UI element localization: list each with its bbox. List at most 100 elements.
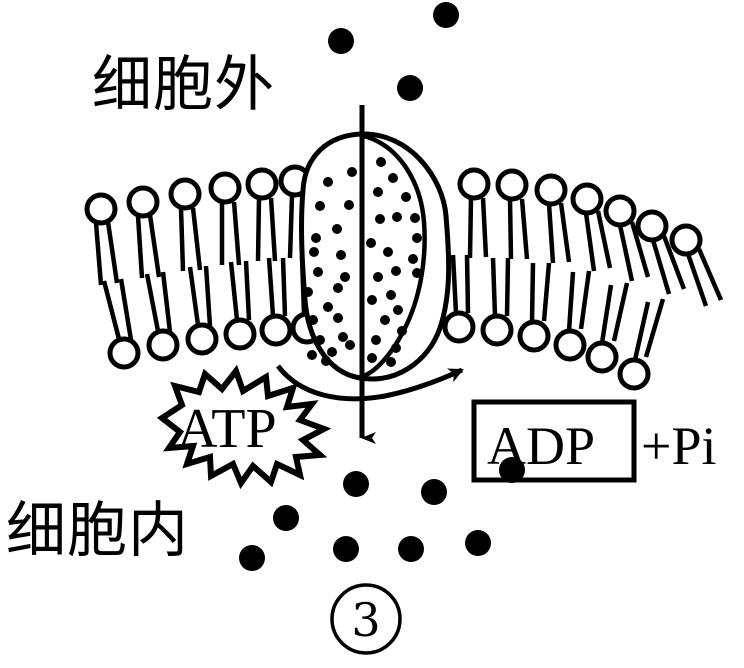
- lipid-head-icon: [669, 223, 703, 257]
- phospholipid: [223, 260, 257, 351]
- phospholipid: [617, 298, 666, 391]
- lipid-head-icon: [457, 167, 491, 201]
- phospholipid: [635, 209, 687, 295]
- lipid-head-icon: [603, 194, 637, 228]
- lipid-tail: [467, 197, 474, 259]
- lipid-head-icon: [223, 317, 257, 351]
- intracellular-particle-group: [239, 457, 525, 571]
- lipid-tail: [190, 207, 203, 271]
- particle-inside: [239, 545, 265, 571]
- extracellular-label: 细胞外: [92, 50, 275, 120]
- lipid-tail: [541, 262, 552, 322]
- phospholipid: [259, 257, 293, 347]
- lipid-head-icon: [245, 167, 279, 201]
- atp-label: ATP: [177, 398, 277, 460]
- lipid-tail: [643, 298, 666, 358]
- lipid-head-icon: [553, 328, 587, 362]
- particle-inside: [273, 505, 299, 531]
- particle-outside: [328, 28, 354, 54]
- lipid-head-icon: [534, 173, 568, 207]
- figure-number-badge: 3: [330, 583, 402, 655]
- lipid-tail: [661, 235, 687, 290]
- pi-label: +Pi: [641, 416, 717, 476]
- membrane-lower-leaflet-left: [101, 255, 324, 370]
- lipid-tail: [160, 271, 173, 333]
- lipid-head-icon: [84, 192, 118, 226]
- lipid-tail: [599, 284, 614, 344]
- phospholipid: [517, 262, 552, 353]
- atp-hydrolysis-arrow: [276, 364, 464, 402]
- lipid-tail: [583, 212, 597, 272]
- phospholipid: [101, 278, 141, 370]
- lipid-tail: [231, 201, 242, 266]
- lipid-head-icon: [259, 313, 293, 347]
- phospholipid: [208, 171, 242, 266]
- lipid-head-icon: [185, 322, 219, 356]
- atp-burst[interactable]: ATP: [156, 364, 332, 490]
- lipid-tail: [101, 280, 122, 340]
- figure-number-circle: [330, 583, 402, 655]
- intracellular-label: 细胞内: [6, 496, 189, 566]
- lipid-head-icon: [617, 357, 651, 391]
- lipid-head-icon: [585, 340, 619, 374]
- particle-inside: [343, 471, 369, 497]
- lipid-tail: [450, 254, 459, 314]
- lipid-tail: [632, 301, 651, 361]
- membrane-upper-leaflet-right: [457, 167, 724, 307]
- lipid-tail: [480, 197, 489, 258]
- lipid-head-icon: [107, 336, 141, 370]
- lipid-tail: [203, 265, 213, 327]
- lipid-tail: [144, 273, 161, 332]
- phospholipid: [553, 270, 592, 362]
- lipid-tail: [529, 262, 536, 323]
- phospholipid: [185, 265, 219, 356]
- phospholipid: [534, 173, 572, 264]
- lipid-head-icon: [517, 319, 551, 353]
- phospholipid: [669, 223, 724, 307]
- lipid-tail: [228, 261, 240, 321]
- protein-inner-lobe-crease: [357, 133, 427, 381]
- lipid-head-icon: [480, 313, 514, 347]
- lipid-tail: [280, 257, 288, 317]
- lipid-tail: [93, 222, 104, 286]
- membrane-upper-leaflet-left: [84, 164, 312, 286]
- lipid-tail: [187, 266, 201, 326]
- lipid-tail: [105, 221, 120, 284]
- lipid-tail: [696, 248, 724, 301]
- lipid-head-icon: [495, 168, 529, 202]
- lipid-head-icon: [126, 185, 160, 219]
- lipid-tail: [578, 270, 592, 330]
- lipid-tail: [255, 197, 262, 262]
- lipid-tail: [650, 239, 672, 295]
- adp-product-group[interactable]: ADP +Pi: [471, 399, 717, 483]
- lipid-tail: [611, 282, 630, 342]
- particle-inside: [499, 457, 525, 483]
- phospholipid: [84, 192, 120, 286]
- membrane-lower-leaflet-right: [442, 254, 666, 391]
- lipid-tail: [546, 203, 556, 264]
- lipid-head-icon: [570, 182, 604, 216]
- lipid-head-icon: [442, 310, 476, 344]
- protein-stipple-group: [303, 157, 422, 367]
- lipid-tail: [266, 257, 276, 317]
- lipid-tail: [507, 198, 514, 260]
- lipid-tail: [595, 210, 613, 269]
- figure-number-label: 3: [351, 593, 380, 647]
- lipid-tail: [268, 197, 278, 262]
- particle-outside: [397, 75, 423, 101]
- phospholipid: [168, 177, 203, 272]
- phospholipid: [603, 194, 651, 282]
- phospholipid: [495, 168, 530, 260]
- phospholipid: [570, 182, 613, 272]
- phospholipid: [126, 185, 162, 279]
- lipid-tail: [243, 260, 252, 321]
- lipid-tail: [287, 194, 295, 259]
- phospholipid: [480, 257, 514, 347]
- particle-inside: [421, 479, 447, 505]
- particle-inside: [465, 530, 491, 556]
- lipid-tail: [178, 207, 186, 272]
- lipid-tail: [118, 278, 134, 341]
- phospholipid: [245, 167, 279, 262]
